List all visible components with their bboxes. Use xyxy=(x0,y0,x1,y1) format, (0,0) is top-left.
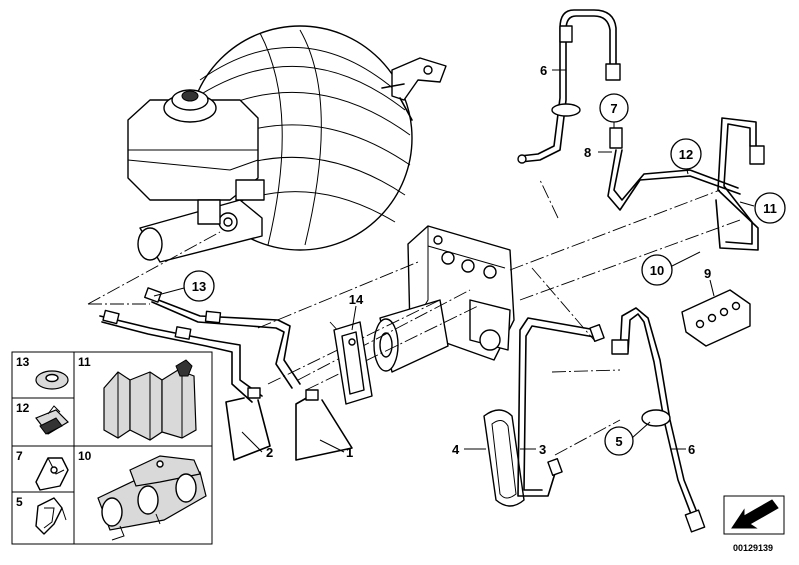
clip-5-icon xyxy=(35,497,67,535)
brake-pipe-3 xyxy=(517,317,605,497)
brake-pipe-12 xyxy=(607,149,741,211)
callout-2: 2 xyxy=(266,445,273,460)
arrow-icon xyxy=(723,495,785,535)
brake-lines-front xyxy=(99,287,353,461)
legend-label-13: 13 xyxy=(16,355,30,369)
clip-holder-11-icon xyxy=(103,359,197,441)
callout-4: 4 xyxy=(452,442,460,457)
callout-6-lower: 6 xyxy=(688,442,695,457)
bracket-7-icon xyxy=(35,457,69,491)
callout-10: 10 xyxy=(650,263,664,278)
callout-14: 14 xyxy=(349,292,364,307)
diagram-code: 00129139 xyxy=(733,543,773,553)
callout-9: 9 xyxy=(704,266,711,281)
callout-3: 3 xyxy=(539,442,546,457)
master-cylinder-reservoir xyxy=(127,89,265,263)
clip-12-icon xyxy=(35,405,69,435)
brake-hose-rear xyxy=(517,9,623,164)
clip-9 xyxy=(681,289,751,347)
legend-label-7: 7 xyxy=(16,449,23,463)
abs-hydraulic-unit xyxy=(373,225,515,373)
legend-label-12: 12 xyxy=(16,401,30,415)
callout-12: 12 xyxy=(679,147,693,162)
grommet-14 xyxy=(333,321,373,405)
brake-hose-right xyxy=(611,307,706,533)
grommet-4 xyxy=(483,409,525,507)
brake-pipe-11 xyxy=(715,117,765,251)
reference-lines xyxy=(87,179,741,456)
legend-label-5: 5 xyxy=(16,495,23,509)
callout-11: 11 xyxy=(763,201,777,216)
legend-label-11: 11 xyxy=(78,355,91,369)
callouts: 13 14 2 1 4 3 5 6 6 7 8 12 xyxy=(153,63,786,460)
callout-8: 8 xyxy=(584,145,591,160)
callout-13: 13 xyxy=(192,279,206,294)
callout-5: 5 xyxy=(615,434,622,449)
callout-7: 7 xyxy=(610,101,617,116)
callout-1: 1 xyxy=(346,445,353,460)
clip-holder-10-icon xyxy=(97,455,207,541)
parts-legend: 13 11 12 7 10 xyxy=(11,351,213,545)
callout-6-upper: 6 xyxy=(540,63,547,78)
legend-label-10: 10 xyxy=(78,449,92,463)
